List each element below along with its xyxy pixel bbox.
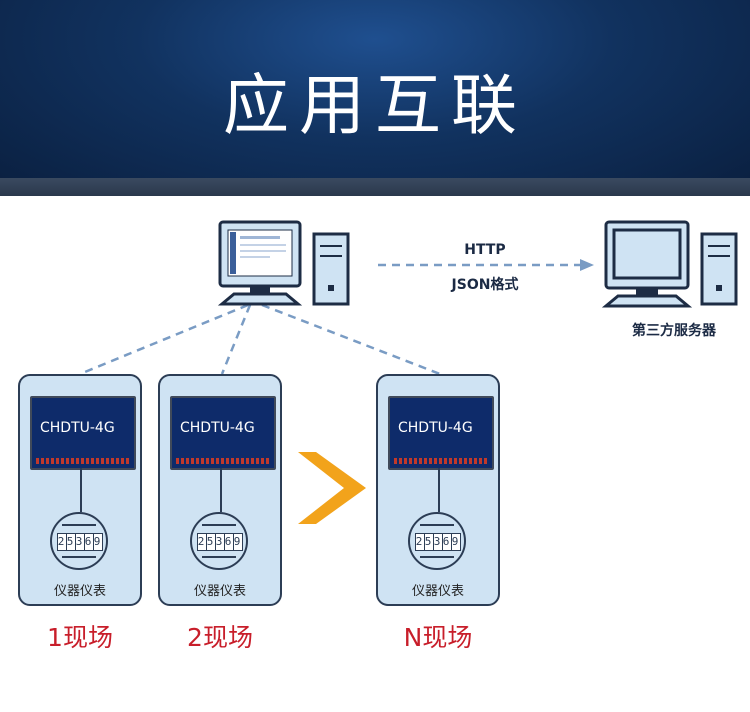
site-panel-n: CHDTU-4G 25369 仪器仪表 — [376, 374, 500, 606]
dashed-link-site1 — [79, 303, 249, 376]
ellipsis-chevron-icon — [298, 452, 366, 524]
protocol-http-label: HTTP — [464, 242, 506, 258]
meter-icon: 25369 — [50, 512, 108, 570]
site-caption-1: 1现场 — [47, 623, 113, 652]
dashed-link-site2 — [220, 304, 252, 375]
site-caption-n: N现场 — [403, 623, 473, 652]
protocol-json-label: JSON格式 — [451, 277, 519, 293]
dtu-led-strip — [176, 458, 270, 464]
banner-strip — [0, 178, 750, 196]
dtu-device-label: CHDTU-4G — [180, 420, 255, 436]
meter-digits: 25369 — [196, 533, 243, 551]
device-meter-link — [438, 468, 440, 512]
meter-label: 仪器仪表 — [193, 584, 246, 599]
meter-icon: 25369 — [408, 512, 466, 570]
device-meter-link — [80, 468, 82, 512]
dtu-device: CHDTU-4G — [388, 396, 494, 470]
dtu-device: CHDTU-4G — [30, 396, 136, 470]
dtu-device-label: CHDTU-4G — [40, 420, 115, 436]
meter-digit: 9 — [450, 533, 461, 551]
meter-digit: 9 — [92, 533, 103, 551]
header-banner: 应用互联 — [0, 0, 750, 196]
site-panel-1: CHDTU-4G 25369 仪器仪表 — [18, 374, 142, 606]
client-computer-icon — [217, 220, 350, 306]
dtu-device: CHDTU-4G — [170, 396, 276, 470]
dtu-led-strip — [394, 458, 488, 464]
server-computer-icon — [601, 220, 738, 308]
device-meter-link — [220, 468, 222, 512]
meter-icon: 25369 — [190, 512, 248, 570]
meter-digits: 25369 — [56, 533, 103, 551]
dtu-device-label: CHDTU-4G — [398, 420, 473, 436]
dtu-led-strip — [36, 458, 130, 464]
server-label: 第三方服务器 — [632, 323, 716, 339]
dashed-link-siteN — [261, 303, 441, 376]
meter-label: 仪器仪表 — [53, 584, 106, 599]
site-panel-2: CHDTU-4G 25369 仪器仪表 — [158, 374, 282, 606]
site-caption-2: 2现场 — [187, 623, 253, 652]
page-title: 应用互联 — [223, 67, 527, 144]
arrowhead-icon — [580, 259, 594, 271]
meter-label: 仪器仪表 — [411, 584, 464, 599]
meter-digits: 25369 — [414, 533, 461, 551]
meter-digit: 9 — [232, 533, 243, 551]
